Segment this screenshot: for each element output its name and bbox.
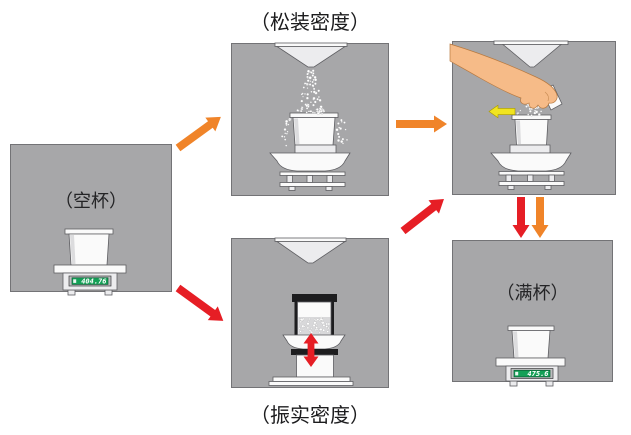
panel-empty-cup: （空杯） 404.76 <box>10 144 172 296</box>
arrow-empty-to-tapped <box>175 284 224 321</box>
funnel-icon <box>274 237 347 264</box>
hand-arm-icon <box>449 43 558 109</box>
leveling-arrow-icon <box>488 104 516 119</box>
full-cup-graphic: 475.6 <box>495 325 566 387</box>
full-cup-scale-value: 475.6 <box>527 370 548 378</box>
empty-cup-scale-value: 404.76 <box>81 277 106 285</box>
measuring-cup-icon <box>511 114 552 146</box>
tapping-graphic <box>268 237 354 386</box>
empty-cup-label: （空杯） <box>55 191 127 211</box>
loose-fill-graphic <box>269 42 351 191</box>
full-cup-label: （满杯） <box>496 283 569 303</box>
caption-tapped-density: （振实密度） <box>250 405 370 427</box>
tapping-arrow-icon <box>303 333 319 367</box>
balance-scale-icon: 404.76 <box>53 264 127 296</box>
arrow-scrape-to-full-red <box>512 197 530 238</box>
panel-tapping <box>231 237 389 388</box>
powder-stream <box>296 69 325 114</box>
stand-bowl-base <box>490 144 572 190</box>
funnel-icon <box>274 42 348 68</box>
arrow-loose-to-scrape <box>396 115 447 133</box>
scale-display <box>513 369 551 378</box>
arrow-tapped-to-scrape <box>400 198 444 235</box>
arrow-scrape-to-full-orange <box>531 197 549 238</box>
measuring-cup-icon <box>289 112 339 146</box>
panel-full-cup: （满杯） 475.6 <box>452 240 613 387</box>
measuring-cup-icon <box>507 325 555 359</box>
scale-display <box>71 277 109 285</box>
caption-loose-density: （松装密度） <box>250 12 370 34</box>
stand-bowl-base <box>269 144 351 191</box>
empty-cup-graphic: 404.76 <box>53 228 127 296</box>
arrow-empty-to-loose <box>175 116 221 152</box>
scraping-graphic <box>449 40 572 190</box>
measuring-cup-icon <box>64 228 114 266</box>
panel-loose-fill <box>231 42 389 196</box>
funnel-icon <box>493 40 569 68</box>
powder-spill-left <box>281 117 292 147</box>
powder-heap <box>300 103 326 115</box>
powder-column <box>298 316 331 334</box>
powder-spill-right <box>335 118 348 145</box>
balance-scale-icon: 475.6 <box>495 357 566 387</box>
tap-cylinder <box>292 294 337 336</box>
panel-scraping <box>449 40 616 195</box>
